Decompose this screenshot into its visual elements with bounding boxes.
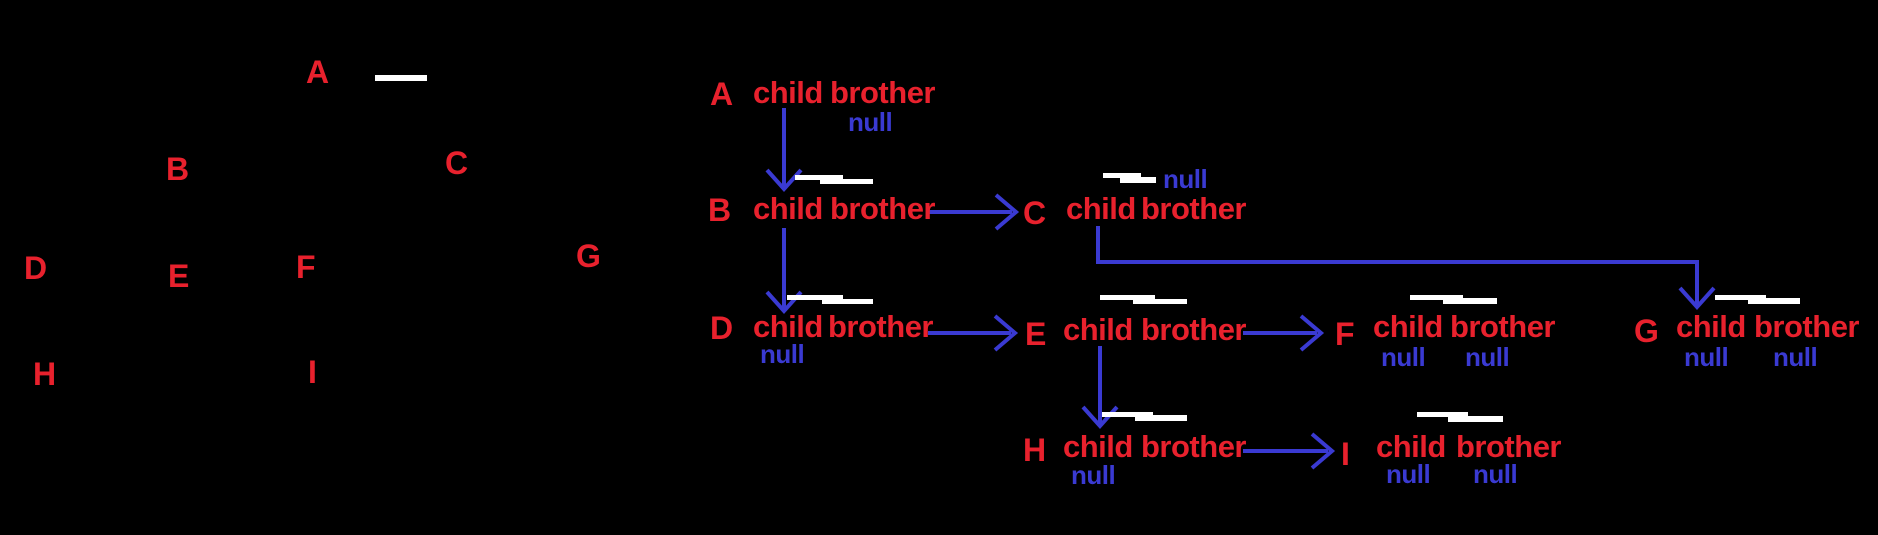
node-i-brother-label: brother (1456, 429, 1562, 464)
strike-mark-f2 (1443, 298, 1497, 304)
node-h-child-null: null (1071, 460, 1116, 490)
node-g-brother-null: null (1773, 342, 1818, 372)
arrow-c-child-to-g (1096, 226, 1716, 310)
strike-mark-i (1417, 412, 1468, 417)
strike-mark-g2 (1748, 298, 1800, 304)
arrow-h-brother-to-i (1243, 432, 1336, 470)
node-c-child-label: child (1066, 191, 1136, 226)
tree-node-a: A (306, 54, 330, 90)
arrow-b-brother-to-c (928, 193, 1020, 231)
strike-mark-c (1103, 173, 1141, 178)
strike-mark-c2 (1120, 177, 1156, 183)
node-a-label: A (710, 76, 734, 112)
node-g-brother-label: brother (1754, 309, 1860, 344)
arrow-d-brother-to-e (928, 314, 1019, 352)
node-c-brother-label: brother (1141, 191, 1247, 226)
tree-node-h: H (33, 356, 57, 392)
node-i-label: I (1341, 436, 1350, 472)
node-h-brother-label: brother (1141, 429, 1247, 464)
strike-mark-e2 (1133, 299, 1187, 304)
node-a-brother-null: null (848, 107, 893, 137)
node-d-child-label: child (753, 309, 823, 344)
node-h-label: H (1023, 432, 1047, 468)
tree-node-d: D (24, 250, 48, 286)
node-f-brother-null: null (1465, 342, 1510, 372)
node-e-child-label: child (1063, 312, 1133, 347)
node-b-label: B (708, 192, 732, 228)
strike-mark-i2 (1448, 416, 1503, 422)
node-f-label: F (1335, 316, 1355, 352)
node-e-label: E (1025, 316, 1047, 352)
node-b-child-label: child (753, 191, 823, 226)
node-f-child-null: null (1381, 342, 1426, 372)
strike-mark-d (787, 295, 843, 300)
node-d-child-null: null (760, 339, 805, 369)
node-e-brother-label: brother (1141, 312, 1247, 347)
tree-node-f: F (296, 249, 316, 285)
strike-mark-e (1100, 295, 1155, 300)
node-h-child-label: child (1063, 429, 1133, 464)
tree-node-i: I (308, 354, 317, 390)
node-g-child-label: child (1676, 309, 1746, 344)
node-c-brother-null: null (1163, 164, 1208, 194)
node-g-label: G (1634, 313, 1659, 349)
arrow-e-brother-to-f (1243, 314, 1325, 352)
node-f-brother-label: brother (1450, 309, 1556, 344)
tree-node-b: B (166, 151, 190, 187)
node-f-child-label: child (1373, 309, 1443, 344)
node-i-brother-null: null (1473, 459, 1518, 489)
tree-node-c: C (445, 145, 469, 181)
strike-mark-tree-a (375, 75, 427, 81)
tree-node-g: G (576, 238, 601, 274)
node-a-brother-label: brother (830, 75, 936, 110)
strike-mark-g (1715, 295, 1766, 300)
strike-mark-h (1102, 412, 1153, 417)
node-d-brother-label: brother (828, 309, 934, 344)
node-i-child-label: child (1376, 429, 1446, 464)
node-d-label: D (710, 310, 734, 346)
strike-mark-b2 (820, 179, 873, 184)
node-b-brother-label: brother (830, 191, 936, 226)
strike-mark-h2 (1135, 415, 1187, 421)
tree-node-e: E (168, 258, 190, 294)
node-g-child-null: null (1684, 342, 1729, 372)
strike-mark-b (795, 175, 843, 180)
strike-mark-f (1410, 295, 1463, 300)
node-c-label: C (1023, 195, 1047, 231)
node-i-child-null: null (1386, 459, 1431, 489)
strike-mark-d2 (822, 299, 873, 304)
node-a-child-label: child (753, 75, 823, 110)
